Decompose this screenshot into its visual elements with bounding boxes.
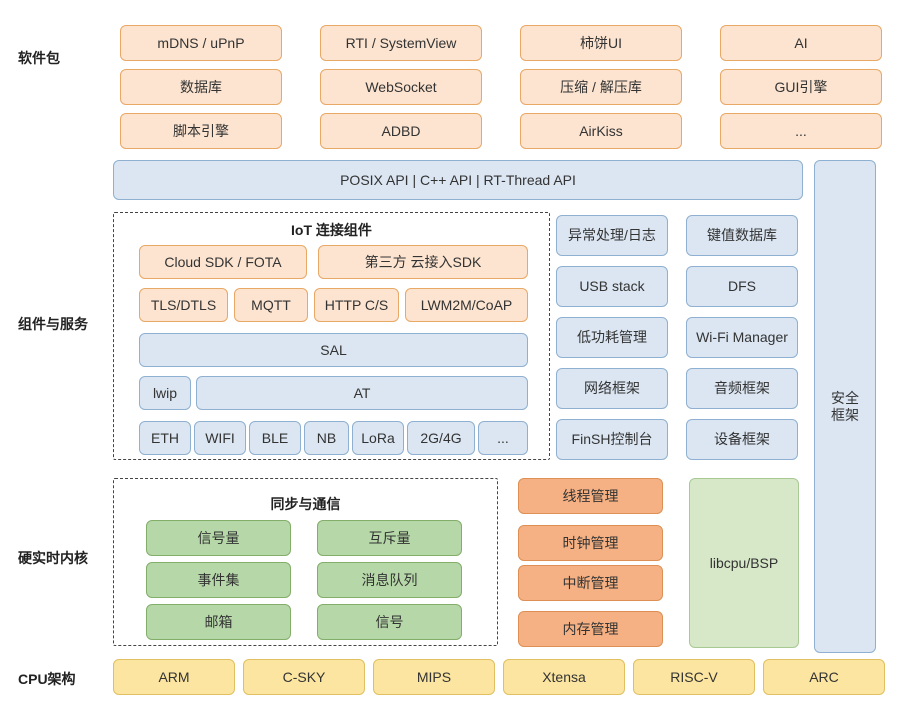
security-framework-box[interactable]: 安全 框架 bbox=[814, 160, 876, 653]
sync-item-box[interactable]: 信号 bbox=[317, 604, 462, 640]
cpu-arch-box[interactable]: ARM bbox=[113, 659, 235, 695]
sync-item-box[interactable]: 邮箱 bbox=[146, 604, 291, 640]
package-box[interactable]: RTI / SystemView bbox=[320, 25, 482, 61]
service-box[interactable]: DFS bbox=[686, 266, 798, 307]
package-box[interactable]: 压缩 / 解压库 bbox=[520, 69, 682, 105]
iot-lwip-box[interactable]: lwip bbox=[139, 376, 191, 410]
iot-tls-box[interactable]: TLS/DTLS bbox=[139, 288, 228, 322]
package-box[interactable]: 脚本引擎 bbox=[120, 113, 282, 149]
cpu-arch-box[interactable]: ARC bbox=[763, 659, 885, 695]
iot-sal-box[interactable]: SAL bbox=[139, 333, 528, 367]
package-box[interactable]: AirKiss bbox=[520, 113, 682, 149]
row-label-components-services: 组件与服务 bbox=[18, 316, 88, 332]
sync-item-box[interactable]: 事件集 bbox=[146, 562, 291, 598]
iot-2g4g-box[interactable]: 2G/4G bbox=[407, 421, 475, 455]
service-box[interactable]: 异常处理/日志 bbox=[556, 215, 668, 256]
service-box[interactable]: USB stack bbox=[556, 266, 668, 307]
sync-item-box[interactable]: 信号量 bbox=[146, 520, 291, 556]
sync-group-title: 同步与通信 bbox=[270, 496, 341, 512]
row-label-software-packages: 软件包 bbox=[18, 50, 60, 66]
package-box[interactable]: GUI引擎 bbox=[720, 69, 882, 105]
manager-box[interactable]: 时钟管理 bbox=[518, 525, 663, 561]
package-box[interactable]: mDNS / uPnP bbox=[120, 25, 282, 61]
service-box[interactable]: Wi-Fi Manager bbox=[686, 317, 798, 358]
service-box[interactable]: 设备框架 bbox=[686, 419, 798, 460]
libcpu-bsp-box[interactable]: libcpu/BSP bbox=[689, 478, 799, 648]
iot-group-title: IoT 连接组件 bbox=[291, 222, 372, 238]
row-label-cpu-arch: CPU架构 bbox=[18, 671, 76, 687]
manager-box[interactable]: 内存管理 bbox=[518, 611, 663, 647]
iot-cloud-sdk-box[interactable]: Cloud SDK / FOTA bbox=[139, 245, 307, 279]
cpu-arch-box[interactable]: MIPS bbox=[373, 659, 495, 695]
iot-more-box[interactable]: ... bbox=[478, 421, 528, 455]
package-box[interactable]: ... bbox=[720, 113, 882, 149]
service-box[interactable]: 低功耗管理 bbox=[556, 317, 668, 358]
cpu-arch-box[interactable]: Xtensa bbox=[503, 659, 625, 695]
service-box[interactable]: 网络框架 bbox=[556, 368, 668, 409]
iot-mqtt-box[interactable]: MQTT bbox=[234, 288, 308, 322]
service-box[interactable]: 键值数据库 bbox=[686, 215, 798, 256]
cpu-arch-box[interactable]: C-SKY bbox=[243, 659, 365, 695]
manager-box[interactable]: 线程管理 bbox=[518, 478, 663, 514]
cpu-arch-box[interactable]: RISC-V bbox=[633, 659, 755, 695]
iot-eth-box[interactable]: ETH bbox=[139, 421, 191, 455]
iot-at-box[interactable]: AT bbox=[196, 376, 528, 410]
sync-communication-group bbox=[113, 478, 498, 646]
iot-wifi-box[interactable]: WIFI bbox=[194, 421, 246, 455]
service-box[interactable]: 音频框架 bbox=[686, 368, 798, 409]
manager-box[interactable]: 中断管理 bbox=[518, 565, 663, 601]
row-label-kernel: 硬实时内核 bbox=[18, 550, 88, 566]
iot-lora-box[interactable]: LoRa bbox=[352, 421, 404, 455]
package-box[interactable]: 柿饼UI bbox=[520, 25, 682, 61]
service-box[interactable]: FinSH控制台 bbox=[556, 419, 668, 460]
sync-item-box[interactable]: 互斥量 bbox=[317, 520, 462, 556]
api-bar[interactable]: POSIX API | C++ API | RT-Thread API bbox=[113, 160, 803, 200]
iot-http-box[interactable]: HTTP C/S bbox=[314, 288, 399, 322]
iot-ble-box[interactable]: BLE bbox=[249, 421, 301, 455]
iot-connectivity-group bbox=[113, 212, 550, 460]
package-box[interactable]: 数据库 bbox=[120, 69, 282, 105]
package-box[interactable]: WebSocket bbox=[320, 69, 482, 105]
iot-thirdparty-cloud-box[interactable]: 第三方 云接入SDK bbox=[318, 245, 528, 279]
package-box[interactable]: ADBD bbox=[320, 113, 482, 149]
iot-lwm2m-box[interactable]: LWM2M/CoAP bbox=[405, 288, 528, 322]
package-box[interactable]: AI bbox=[720, 25, 882, 61]
iot-nb-box[interactable]: NB bbox=[304, 421, 349, 455]
sync-item-box[interactable]: 消息队列 bbox=[317, 562, 462, 598]
